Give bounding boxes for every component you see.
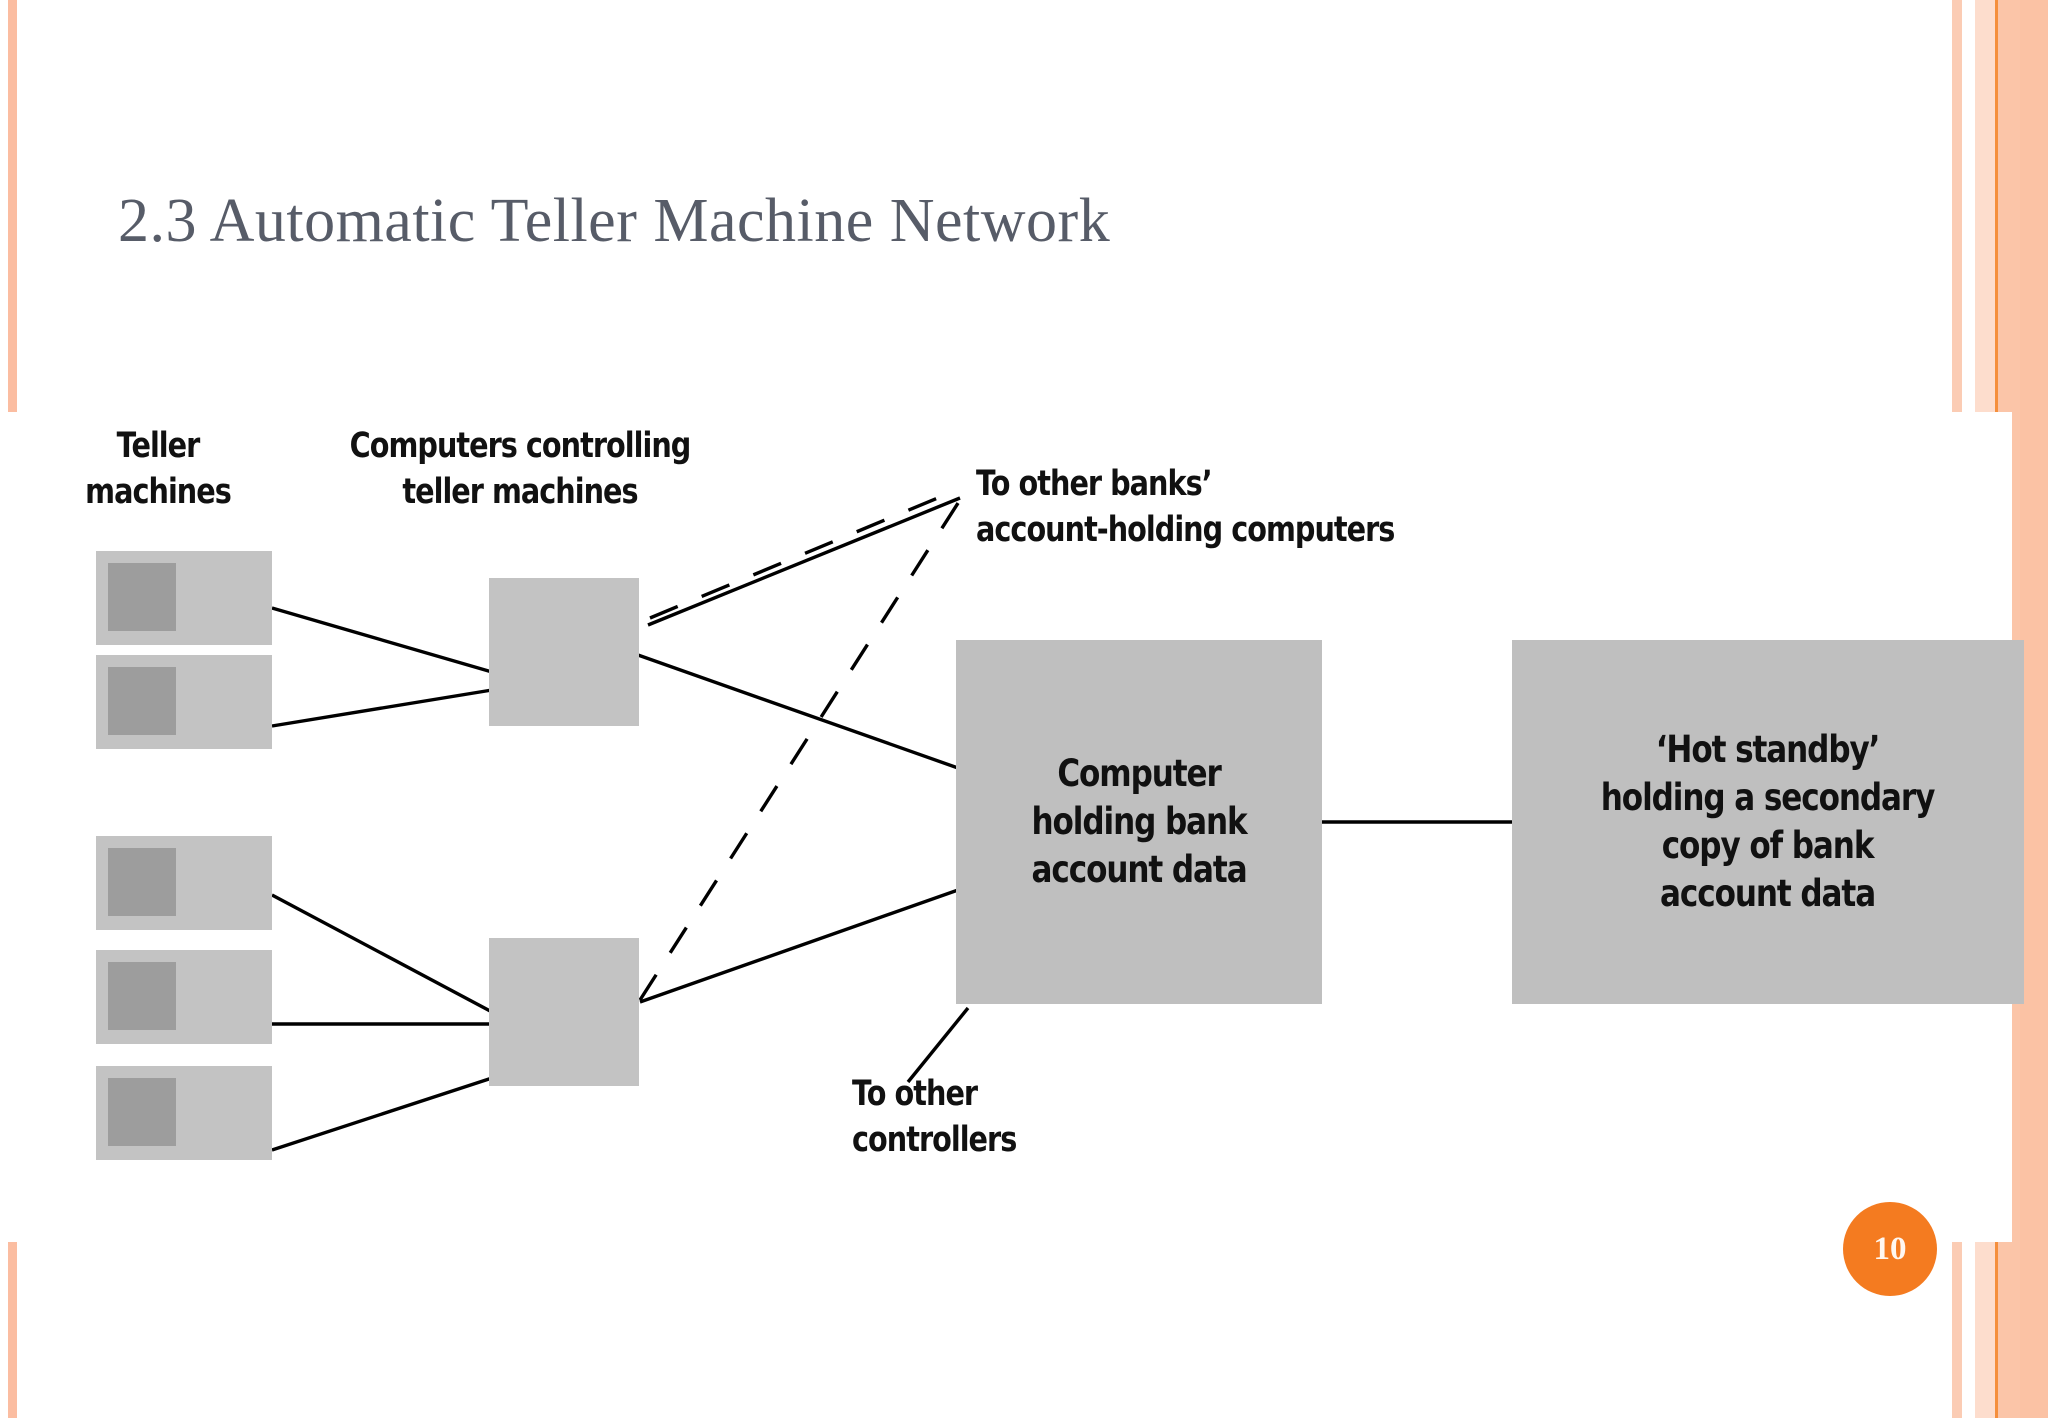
teller-machine-5[interactable] (96, 1066, 272, 1160)
bank-computer-label: Computer holding bank account data (1031, 751, 1247, 892)
label-other-controllers: To other controllers (852, 1074, 1017, 1160)
teller-machine-4[interactable] (96, 950, 272, 1044)
teller-machine-1[interactable] (96, 551, 272, 645)
wire-teller5-controllerB (271, 1076, 493, 1152)
wire-controllerB-bank (639, 888, 959, 1004)
label-controllers: Computers controlling teller machines (349, 426, 692, 512)
page-number-badge: 10 (1843, 1202, 1937, 1296)
teller-machine-2[interactable] (96, 655, 272, 749)
bank-computer-box[interactable]: Computer holding bank account data (956, 640, 1322, 1004)
teller-screen-icon (108, 848, 176, 916)
wire-bank-othercontrollers (906, 1006, 970, 1084)
teller-screen-icon (108, 962, 176, 1030)
controller-box-2[interactable] (489, 938, 639, 1086)
wire-dashed-otherbanks (638, 499, 962, 1001)
wire-controllerA-bank (637, 653, 959, 770)
label-other-banks: To other banks’ account-holding computer… (976, 464, 1395, 550)
teller-screen-icon (108, 1078, 176, 1146)
hot-standby-box[interactable]: ‘Hot standby’ holding a secondary copy o… (1512, 640, 2024, 1004)
controller-box-1[interactable] (489, 578, 639, 726)
teller-machine-3[interactable] (96, 836, 272, 930)
wire-teller2-controllerA (271, 688, 493, 728)
hot-standby-label: ‘Hot standby’ holding a secondary copy o… (1601, 727, 1936, 916)
wire-teller1-controllerA (271, 606, 493, 674)
page-number: 10 (1873, 1230, 1907, 1267)
page-title: 2.3 Automatic Teller Machine Network (118, 187, 1111, 255)
wire-controllerA-otherbanks (647, 496, 961, 627)
right-accent-stripe-3 (2020, 0, 2048, 1418)
label-teller-machines: Teller machines (85, 426, 232, 512)
teller-screen-icon (108, 563, 176, 631)
wire-teller3-controllerB (271, 893, 493, 1014)
teller-screen-icon (108, 667, 176, 735)
